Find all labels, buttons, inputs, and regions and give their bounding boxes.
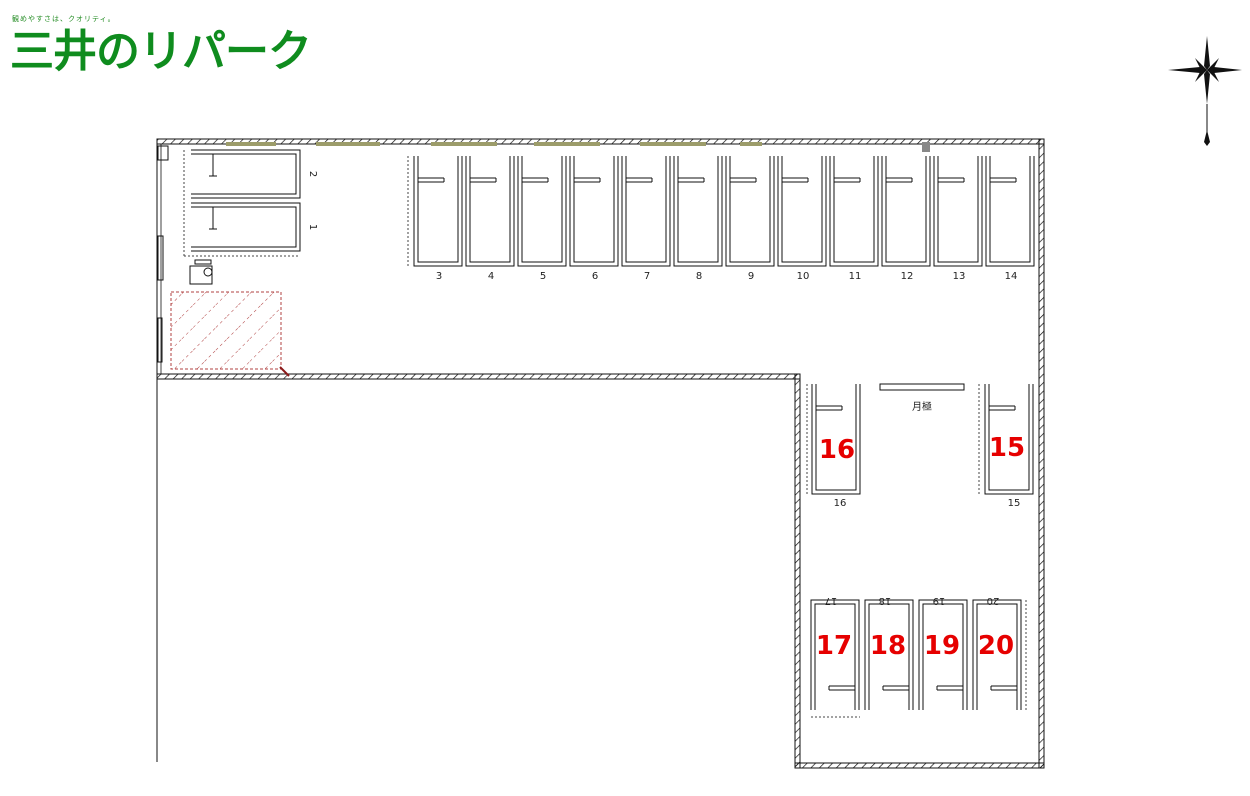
space-number-11: 11 [849,271,862,282]
space-number-12: 12 [901,271,914,282]
space-highlight-17: 17 [816,631,852,661]
space-number-4: 4 [488,271,494,282]
space-number-5: 5 [540,271,546,282]
space-highlight-15: 15 [989,433,1025,463]
space-number-1: 1 [307,224,318,230]
space-number-18: 18 [879,595,892,606]
parking-space-6: 6 [569,156,619,282]
building-label: 月極 [912,400,932,413]
parking-space-7: 7 [621,156,671,282]
parking-space-3: 3 [413,156,463,282]
parking-space-1: 1 [191,202,318,252]
pay-machine-icon [189,259,213,285]
parking-space-14: 14 [985,156,1035,282]
space-highlight-18: 18 [870,631,906,661]
space-highlight-20: 20 [978,631,1014,661]
space-number-15: 15 [1008,498,1021,509]
parking-space-8: 8 [673,156,723,282]
parking-space-10: 10 [777,156,827,282]
space-number-2: 2 [307,171,318,177]
space-number-17: 17 [825,595,838,606]
parking-space-13: 13 [933,156,983,282]
space-number-19: 19 [933,595,946,606]
space-number-9: 9 [748,271,754,282]
parking-space-11: 11 [829,156,879,282]
parking-space-9: 9 [725,156,775,282]
space-number-7: 7 [644,271,650,282]
boundary-walls [156,138,1045,769]
parking-space-12: 12 [881,156,931,282]
space-number-14: 14 [1005,271,1018,282]
space-number-16: 16 [834,498,847,509]
space-number-13: 13 [953,271,966,282]
hatched-zone [170,291,290,377]
space-number-6: 6 [592,271,598,282]
parking-space-2: 2 [191,149,318,199]
parking-space-4: 4 [465,156,515,282]
space-number-3: 3 [436,271,442,282]
parking-space-5: 5 [517,156,567,282]
space-highlight-19: 19 [924,631,960,661]
compass-rose-icon [1168,36,1242,146]
logo: 三井のリパーク [10,26,312,77]
space-number-20: 20 [987,595,1000,606]
space-number-8: 8 [696,271,702,282]
logo-tagline: 観めやすさは、クオリティ。 [12,15,116,23]
space-number-10: 10 [797,271,810,282]
space-highlight-16: 16 [819,435,855,465]
